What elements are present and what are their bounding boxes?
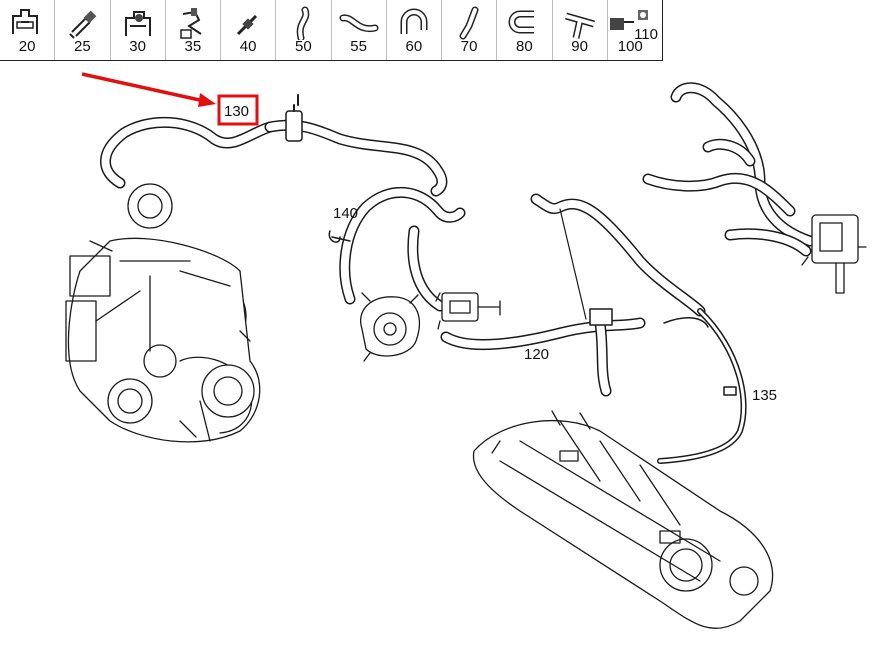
vacuum-line-bundle[interactable] bbox=[642, 82, 816, 257]
u-bend-hose-icon bbox=[400, 8, 428, 34]
elbow-hose-icon bbox=[459, 6, 479, 40]
part-60-button[interactable]: 60 bbox=[387, 0, 442, 60]
hose-icon bbox=[339, 14, 379, 33]
bracket-clip-icon bbox=[180, 8, 202, 39]
connector-icon bbox=[237, 14, 258, 36]
part-20-button[interactable]: 20 bbox=[0, 0, 56, 60]
highlight-marker: 130 bbox=[81, 72, 259, 126]
part-110-label: 110 bbox=[634, 26, 658, 43]
parts-diagram: 140 120 135 130 bbox=[65, 72, 867, 630]
line-135[interactable] bbox=[657, 308, 747, 464]
solenoid-valve-middle[interactable] bbox=[435, 292, 501, 330]
part-60-label: 60 bbox=[405, 38, 423, 55]
intake-manifold[interactable] bbox=[472, 410, 774, 630]
bent-hose-icon bbox=[297, 6, 310, 40]
callout-labels: 140 120 135 bbox=[333, 205, 777, 404]
u-pipe-icon bbox=[508, 10, 535, 34]
part-40-label: 40 bbox=[239, 38, 257, 55]
hose-120[interactable] bbox=[440, 193, 709, 397]
part-90-button[interactable]: 90 bbox=[553, 0, 608, 60]
t-piece-icon bbox=[564, 12, 595, 39]
part-70-label: 70 bbox=[460, 38, 478, 55]
part-90-label: 90 bbox=[571, 38, 588, 55]
callout-130[interactable]: 130 bbox=[224, 103, 249, 120]
parts-toolbar: 20 25 30 35 40 bbox=[0, 0, 663, 61]
part-35-button[interactable]: 35 bbox=[166, 0, 221, 60]
part-70-button[interactable]: 70 bbox=[442, 0, 498, 60]
part-100-label: 100 bbox=[617, 38, 643, 55]
clip-icon bbox=[124, 11, 151, 36]
part-50-label: 50 bbox=[295, 38, 312, 55]
hose-clamp-icon bbox=[12, 9, 39, 34]
part-80-label: 80 bbox=[516, 38, 533, 55]
turbocharger-assembly[interactable] bbox=[65, 183, 261, 443]
part-25-label: 25 bbox=[74, 38, 91, 55]
part-100-110-button[interactable]: 100 110 bbox=[608, 0, 662, 60]
straight-connector-icon bbox=[69, 10, 97, 39]
valve-icon bbox=[609, 10, 648, 30]
arrow-head bbox=[198, 93, 216, 107]
solenoid-valve-right[interactable] bbox=[801, 214, 867, 294]
part-25-button[interactable]: 25 bbox=[55, 0, 111, 60]
part-20-label: 20 bbox=[18, 38, 36, 55]
part-55-label: 55 bbox=[350, 38, 367, 55]
hose-140[interactable] bbox=[328, 187, 466, 312]
part-35-label: 35 bbox=[184, 38, 202, 55]
vacuum-pump[interactable] bbox=[360, 292, 420, 362]
part-30-button[interactable]: 30 bbox=[111, 0, 166, 60]
callout-135: 135 bbox=[752, 387, 777, 404]
part-55-button[interactable]: 55 bbox=[332, 0, 387, 60]
part-80-button[interactable]: 80 bbox=[497, 0, 553, 60]
highlight-box bbox=[217, 94, 259, 126]
highlight-arrow bbox=[81, 72, 205, 103]
part-50-button[interactable]: 50 bbox=[276, 0, 332, 60]
part-30-label: 30 bbox=[129, 38, 146, 55]
callout-140: 140 bbox=[333, 205, 358, 222]
hose-130[interactable] bbox=[100, 94, 448, 197]
callout-120: 120 bbox=[524, 346, 549, 363]
part-40-button[interactable]: 40 bbox=[221, 0, 277, 60]
